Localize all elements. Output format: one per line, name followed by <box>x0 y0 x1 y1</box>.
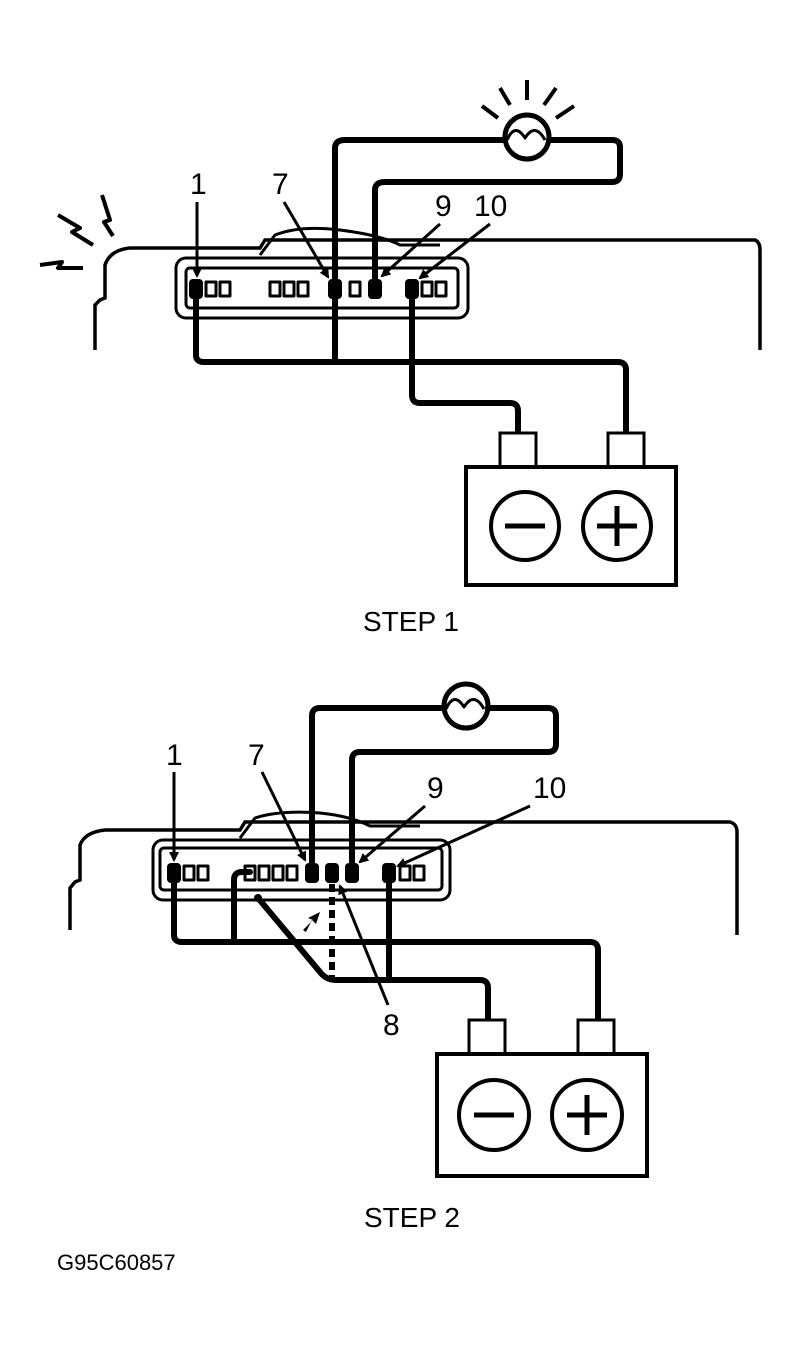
terminal-label-7: 7 <box>248 739 265 772</box>
terminal-8 <box>325 863 339 883</box>
lamp-wire-terminal-9 <box>349 705 559 875</box>
test-lamp-icon <box>480 80 576 162</box>
lamp-wire-terminal-7 <box>332 137 508 291</box>
battery <box>464 431 678 587</box>
terminal-label-1: 1 <box>190 168 207 201</box>
battery-positive-icon <box>597 506 637 546</box>
ground-branch-wire <box>231 869 253 945</box>
terminal-label-10: 10 <box>533 772 566 805</box>
connect-direction-arrow-icon <box>303 912 320 932</box>
lamp-wire-terminal-9 <box>372 137 623 291</box>
battery <box>435 1018 649 1178</box>
test-lamp-icon <box>441 681 491 731</box>
step-2-diagram: 1 7 9 10 8 STEP 2 <box>68 681 739 1233</box>
vehicle-body-outline <box>68 820 739 935</box>
terminal-label-9: 9 <box>427 772 444 805</box>
terminal-label-8: 8 <box>383 1009 400 1042</box>
terminal-label-7: 7 <box>272 168 289 201</box>
jumper-wire <box>255 895 491 1025</box>
battery-positive-icon <box>567 1095 607 1135</box>
figure-code: G95C60857 <box>57 1250 176 1275</box>
step-1-diagram: 1 7 9 10 STEP 1 <box>39 80 762 637</box>
buzzer-sound-icon <box>39 194 115 270</box>
step-1-title: STEP 1 <box>363 606 459 637</box>
battery-wire-terminal-10 <box>409 287 521 438</box>
terminal-label-1: 1 <box>166 739 183 772</box>
vehicle-body-outline <box>93 238 762 350</box>
terminal-label-9: 9 <box>435 190 452 223</box>
diagnostic-connector <box>151 810 452 902</box>
terminal-label-10: 10 <box>474 190 507 223</box>
step-2-title: STEP 2 <box>364 1202 460 1233</box>
lamp-wire-terminal-7 <box>309 705 447 875</box>
